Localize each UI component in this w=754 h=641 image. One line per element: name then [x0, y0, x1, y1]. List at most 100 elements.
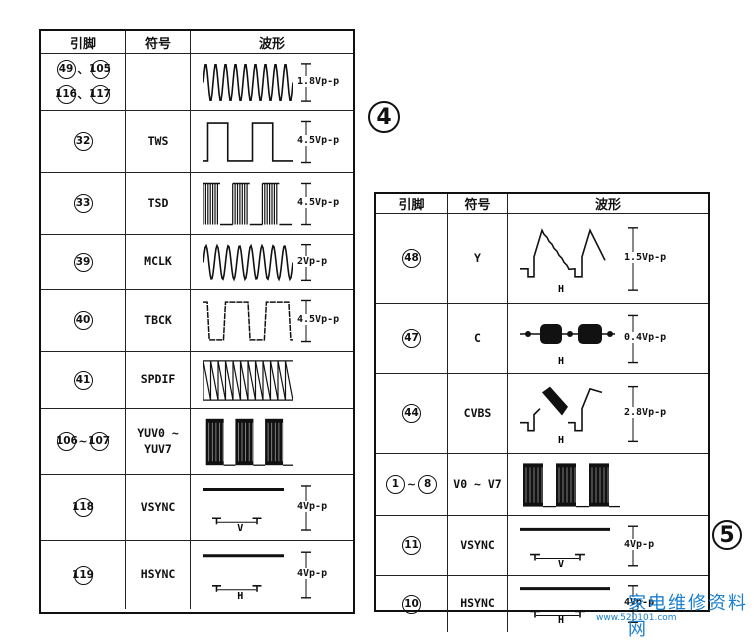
waveform-blocks — [523, 463, 620, 508]
pin-cell: 41 — [41, 352, 126, 408]
watermark-url: www.520101.com — [596, 613, 677, 623]
pin-number: 11 — [402, 536, 421, 555]
amplitude-label: 1.8Vp-p — [297, 75, 340, 87]
left-row: 119 HSYNC H 4Vp-p — [41, 541, 353, 609]
pin-number: 39 — [73, 252, 93, 272]
amplitude-label: 4.5Vp-p — [297, 314, 340, 325]
symbol-cell: MCLK — [126, 235, 191, 289]
pin-separator: 、 — [77, 88, 89, 101]
waveform-spdif — [203, 360, 293, 401]
waveform-cell: 4.5Vp-p — [191, 173, 353, 234]
pin-number: 8 — [418, 475, 438, 494]
waveform-cell: H 0.4Vp-p — [508, 304, 708, 373]
amplitude-label: 4.5Vp-p — [297, 197, 340, 208]
amplitude-label: 2Vp-p — [297, 255, 328, 267]
pin-number: 48 — [402, 249, 421, 268]
symbol-cell: C — [448, 304, 508, 373]
right-row: 10 HSYNC H 4Vp-p — [376, 576, 708, 632]
amplitude-label: 1.5Vp-p — [624, 252, 667, 263]
waveform-chroma: H — [520, 324, 615, 367]
waveform-burst-square — [203, 182, 293, 226]
pin-number: 10 — [402, 594, 421, 614]
waveform-cell: V 4Vp-p — [191, 475, 353, 540]
symbol-cell: HSYNC — [126, 541, 191, 609]
waveform-sync: V — [203, 487, 284, 534]
pin-number: 107 — [88, 432, 110, 451]
header-pin: 引脚 — [376, 194, 448, 213]
waveform-cell: 2Vp-p — [191, 235, 353, 289]
period-label: H — [558, 435, 564, 446]
symbol-cell — [126, 54, 191, 110]
symbol-cell: TBCK — [126, 290, 191, 351]
pin-cell: 32 — [41, 111, 126, 172]
period-label: H — [237, 591, 243, 602]
amplitude-label: 4Vp-p — [624, 539, 655, 550]
pin-number: 49 — [56, 60, 76, 79]
waveform-cell: 4.5Vp-p — [191, 290, 353, 351]
period-label: H — [558, 356, 564, 367]
period-label: H — [558, 615, 564, 626]
waveform-cell: H 4Vp-p — [508, 576, 708, 632]
right-row: 47 C H 0.4Vp-p — [376, 304, 708, 374]
pin-cell: 47 — [376, 304, 448, 373]
header-waveform: 波形 — [594, 198, 621, 213]
pin-cell: 44 — [376, 374, 448, 453]
symbol-cell: TWS — [126, 111, 191, 172]
waveform-cell — [191, 409, 353, 474]
waveform-blocks — [205, 418, 293, 466]
left-row: 41 SPDIF — [41, 352, 353, 409]
figure-label-4: 4 — [368, 101, 400, 133]
pin-cell: 39 — [41, 235, 126, 289]
amplitude-label: 0.4Vp-p — [624, 332, 667, 343]
amplitude-label: 4Vp-p — [624, 597, 655, 608]
symbol-cell: V0 ~ V7 — [448, 454, 508, 515]
pin-number: 1 — [385, 475, 405, 494]
waveform-sine — [203, 243, 293, 282]
symbol-cell: YUV0 ~ YUV7 — [126, 409, 191, 474]
symbol-cell: HSYNC — [448, 576, 508, 632]
amplitude-label: 4Vp-p — [297, 501, 328, 512]
pin-separator: ~ — [78, 435, 88, 448]
pin-number: 117 — [89, 85, 111, 104]
waveform-cell: 4.5Vp-p — [191, 111, 353, 172]
waveform-cell — [191, 352, 353, 408]
symbol-cell: SPDIF — [126, 352, 191, 408]
pin-number: 33 — [73, 194, 93, 213]
pin-number: 106 — [56, 432, 78, 451]
figure-label-5: 5 — [712, 520, 742, 550]
waveform-sync: H — [203, 554, 284, 602]
pin-cell: 106~107 — [41, 409, 126, 474]
pin-cell: 118 — [41, 475, 126, 540]
waveform-cell: 1.8Vp-p — [191, 54, 353, 110]
period-label: V — [558, 559, 564, 570]
pin-number: 116 — [55, 85, 77, 104]
pin-number: 41 — [73, 370, 93, 390]
pin-cell: 40 — [41, 290, 126, 351]
waveform-cell: H 4Vp-p — [191, 541, 353, 609]
waveform-sync: H — [520, 587, 610, 626]
symbol-cell: CVBS — [448, 374, 508, 453]
pin-number: 119 — [72, 565, 94, 585]
pin-number: 47 — [402, 329, 421, 348]
waveform-square-noisy — [203, 301, 293, 341]
amplitude-label: 4.5Vp-p — [297, 135, 340, 146]
pin-cell: 1~8 — [376, 454, 448, 515]
amplitude-label: 4Vp-p — [297, 568, 328, 579]
pin-number: 105 — [89, 60, 111, 79]
pin-cell: 11 — [376, 516, 448, 575]
waveform-square — [203, 122, 293, 162]
right-table-header: 引脚 符号 波形 — [376, 194, 708, 214]
left-row: 39 MCLK 2Vp-p — [41, 235, 353, 290]
pin-cell: 33 — [41, 173, 126, 234]
waveform-cell: V 4Vp-p — [508, 516, 708, 575]
waveform-sine-dense — [203, 64, 293, 101]
